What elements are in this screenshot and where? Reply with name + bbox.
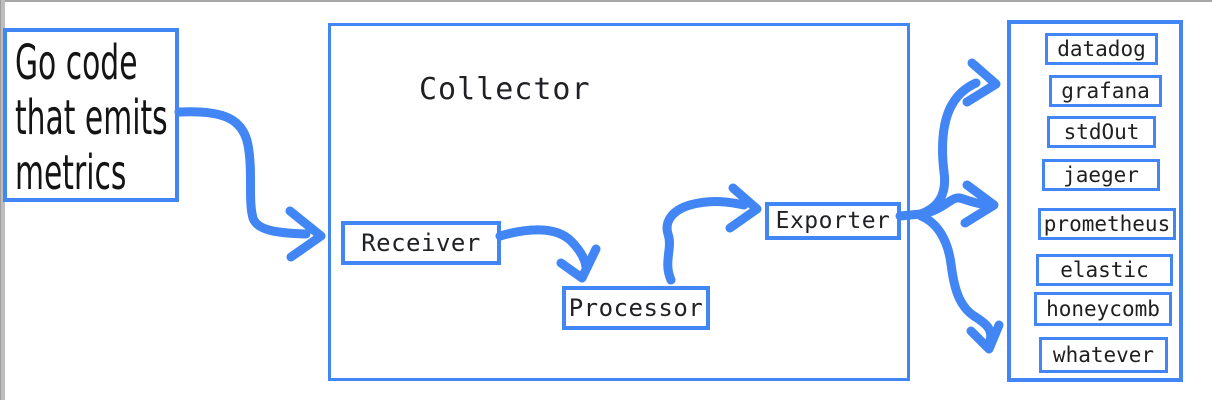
exporter-fanout-middle-arrow [916,193,987,219]
destination-item: grafana [1049,75,1162,107]
receiver-label: Receiver [361,229,481,257]
receiver-box: Receiver [341,221,501,265]
source-to-receiver-arrow [174,107,311,239]
destination-item: stdOut [1047,116,1156,148]
destination-item: jaeger [1042,159,1160,191]
source-to-receiver-arrowhead-icon [285,206,326,262]
exporter-label: Exporter [775,208,891,234]
destination-item: prometheus [1038,208,1176,240]
destinations-panel: datadog grafana stdOut jaeger prometheus… [1007,20,1183,382]
processor-box: Processor [562,286,710,330]
exporter-fanout-down-arrow [916,211,996,346]
source-code-text: Go code that emits metrics [15,36,168,201]
exporter-fanout-middle-arrowhead-icon [960,180,999,228]
collector-title: Collector [419,72,591,107]
destination-item: elastic [1036,254,1173,286]
source-text-line: that emits [15,90,168,146]
window-left-edge [0,0,5,400]
exporter-fanout-down-arrowhead-icon [966,320,1004,354]
source-text-line: metrics [15,145,127,201]
collector-box: Collector Receiver Processor Exporter [328,23,910,381]
source-code-box: Go code that emits metrics [3,28,179,202]
exporter-fanout-up-arrow [916,78,981,219]
exporter-fanout-up-arrowhead-icon [962,58,1001,107]
exporter-box: Exporter [765,202,901,240]
destination-item: honeycomb [1034,292,1172,326]
destination-item: datadog [1045,33,1158,65]
source-text-line: Go code [15,35,138,91]
window-top-edge [0,0,1212,2]
destination-item: whatever [1039,337,1168,373]
processor-label: Processor [568,294,704,322]
